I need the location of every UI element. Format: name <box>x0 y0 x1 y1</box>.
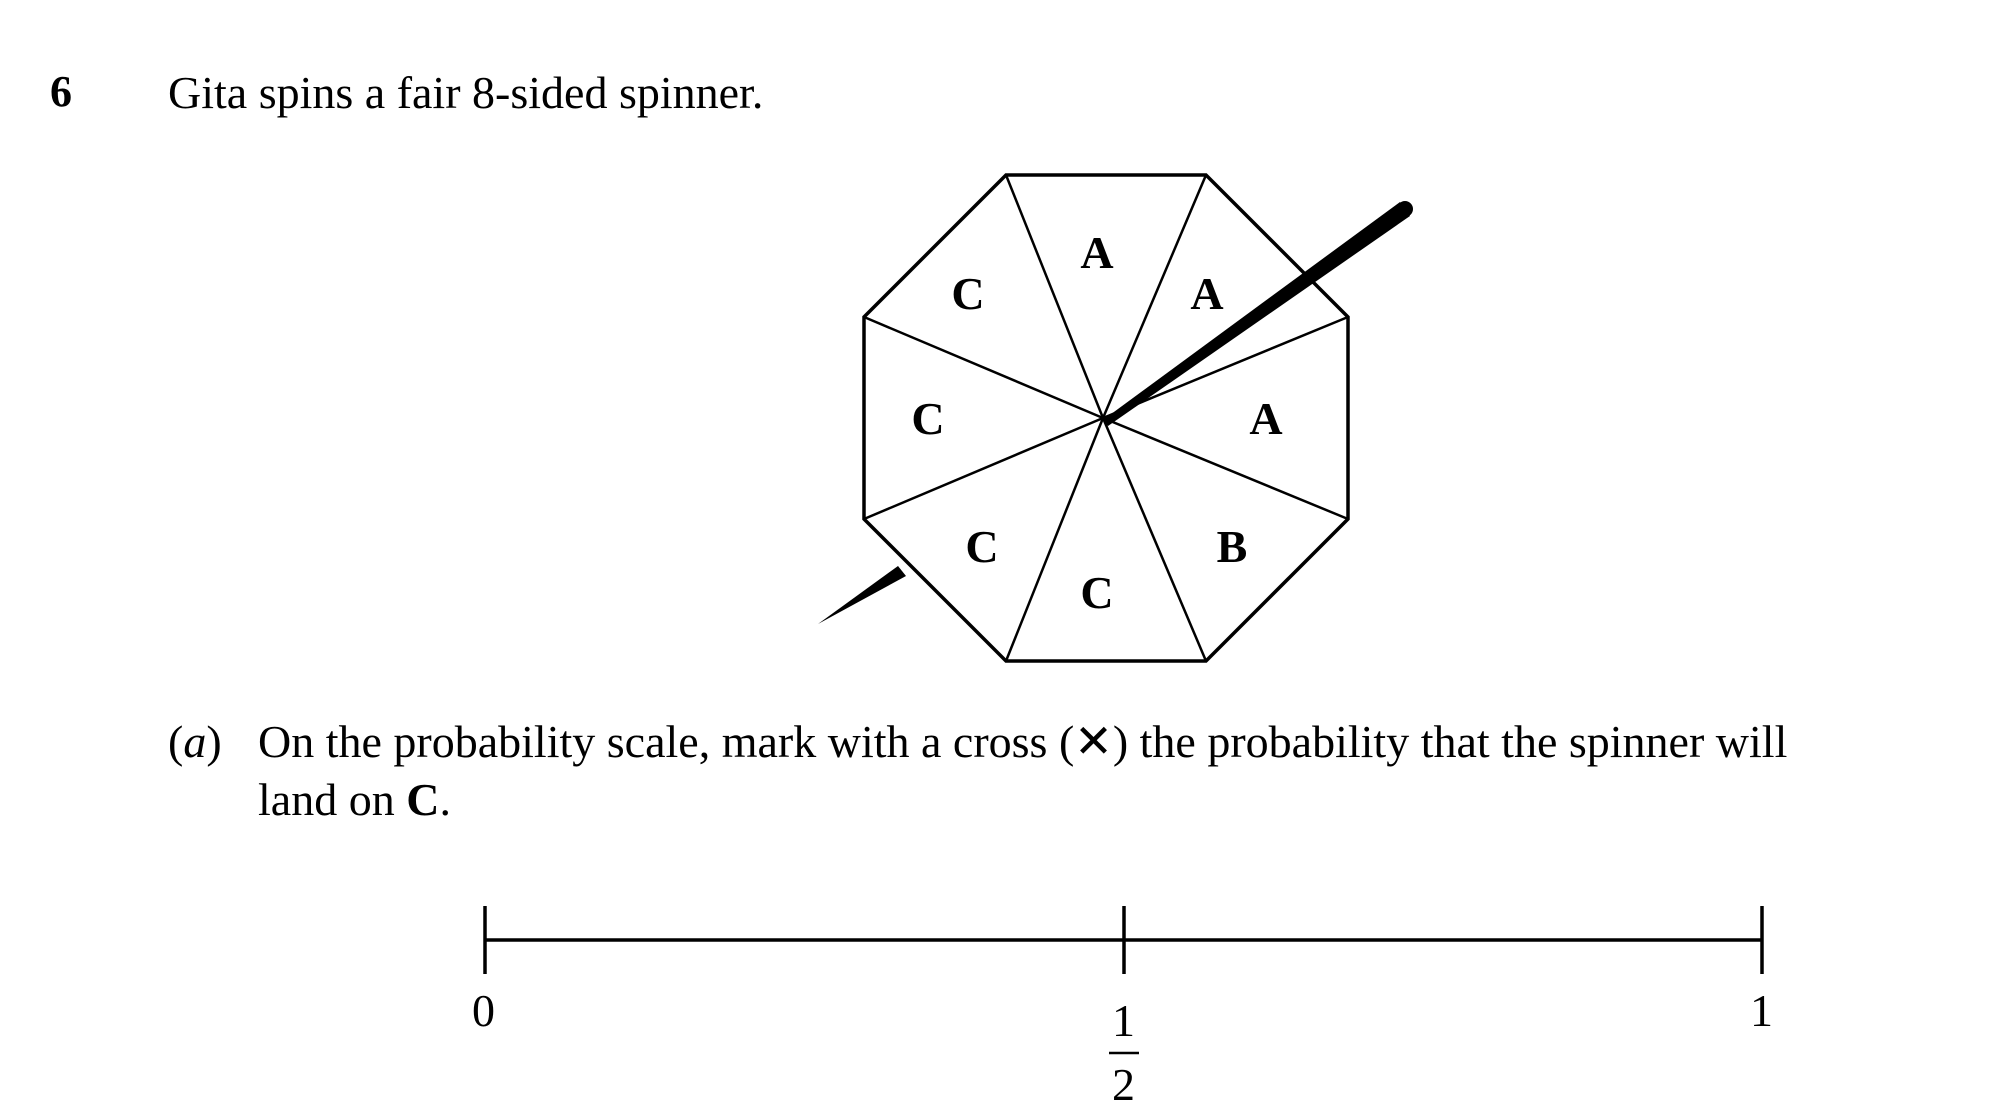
probability-scale[interactable] <box>483 906 1764 1055</box>
sector-label-right: A <box>1249 393 1282 444</box>
question-number: 6 <box>50 67 72 116</box>
sector-label-bottom-left: C <box>965 521 998 572</box>
sector-dividers <box>863 174 1349 662</box>
sector-label-top-right: A <box>1190 268 1223 319</box>
sector-label-top: A <box>1080 227 1113 278</box>
spinner-pointer <box>818 201 1413 624</box>
part-a-line-2: land on C. <box>258 774 451 825</box>
sector-label-bottom-right: B <box>1217 521 1248 572</box>
part-a-text: On the probability scale, mark with a cr… <box>258 713 1996 829</box>
scale-label-one: 1 <box>1750 985 1773 1036</box>
sector-label-top-left: C <box>951 268 984 319</box>
part-a-line-1: On the probability scale, mark with a cr… <box>258 716 1788 767</box>
sector-label-left: C <box>911 393 944 444</box>
question-text: Gita spins a fair 8-sided spinner. <box>168 67 764 118</box>
scale-label-half-denominator: 2 <box>1112 1059 1135 1110</box>
part-a: (a) On the probability scale, mark with … <box>168 713 1787 825</box>
part-a-label: (a) <box>168 716 222 767</box>
scale-label-zero: 0 <box>472 985 495 1036</box>
scale-label-half-numerator: 1 <box>1112 995 1135 1046</box>
sector-label-bottom: C <box>1080 567 1113 618</box>
